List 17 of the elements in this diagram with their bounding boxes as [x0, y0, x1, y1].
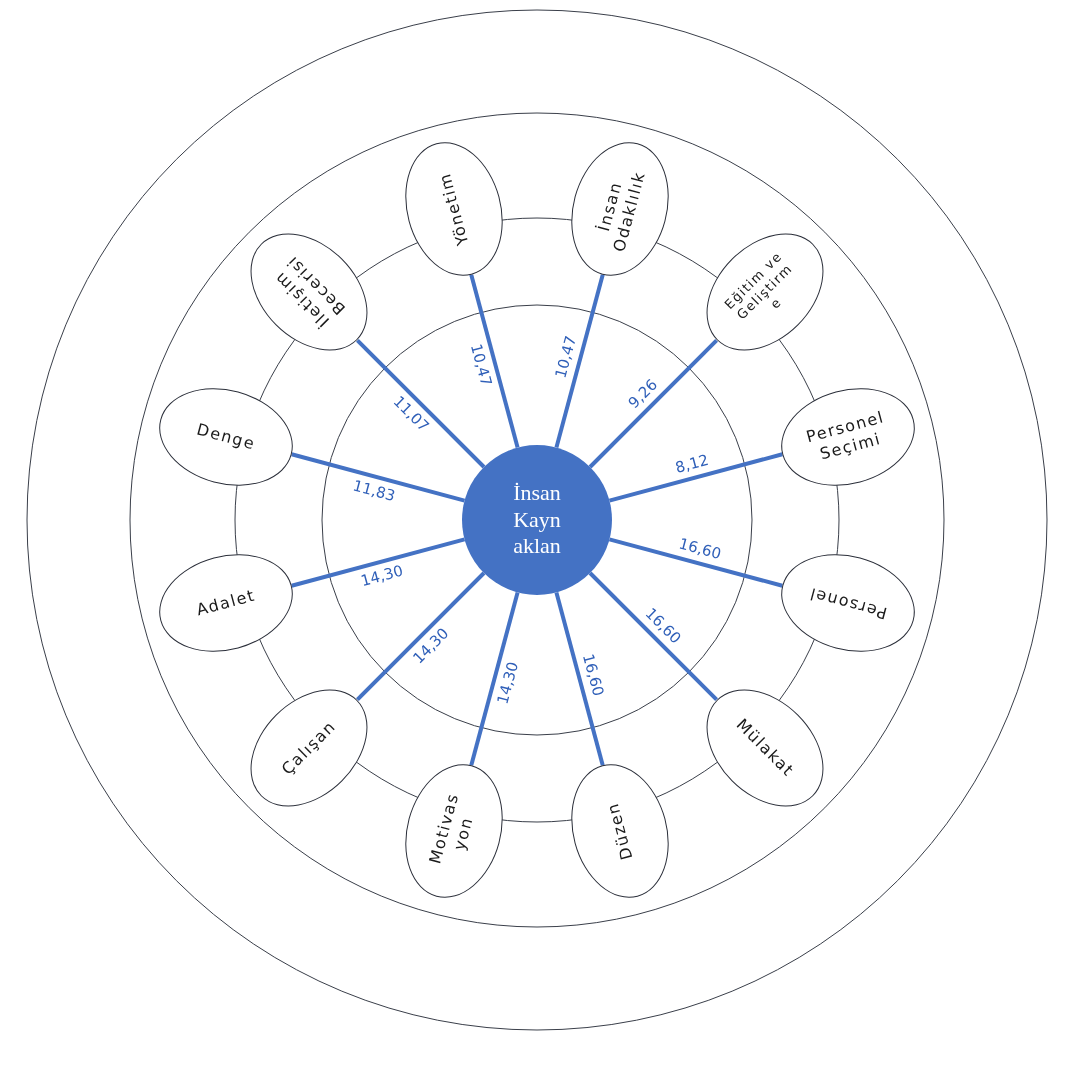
- connector-line: [291, 452, 466, 503]
- connector-line: [554, 591, 605, 766]
- connector-line: [554, 274, 605, 449]
- node-label: Denge: [193, 418, 259, 456]
- connector-line: [291, 537, 466, 588]
- connector-line: [469, 591, 520, 766]
- connector-line: [588, 571, 719, 702]
- connector-line: [588, 338, 719, 469]
- connector-line: [469, 274, 520, 449]
- connector-line: [355, 338, 486, 469]
- node-label: Yönetim: [433, 169, 473, 250]
- connector-line: [608, 537, 783, 588]
- node-label: Adalet: [193, 584, 259, 622]
- connector-line: [608, 452, 783, 503]
- connector-line: [355, 571, 486, 702]
- node-label: Düzen: [602, 799, 638, 864]
- node-label: İnsan Kayn aklan: [512, 480, 562, 560]
